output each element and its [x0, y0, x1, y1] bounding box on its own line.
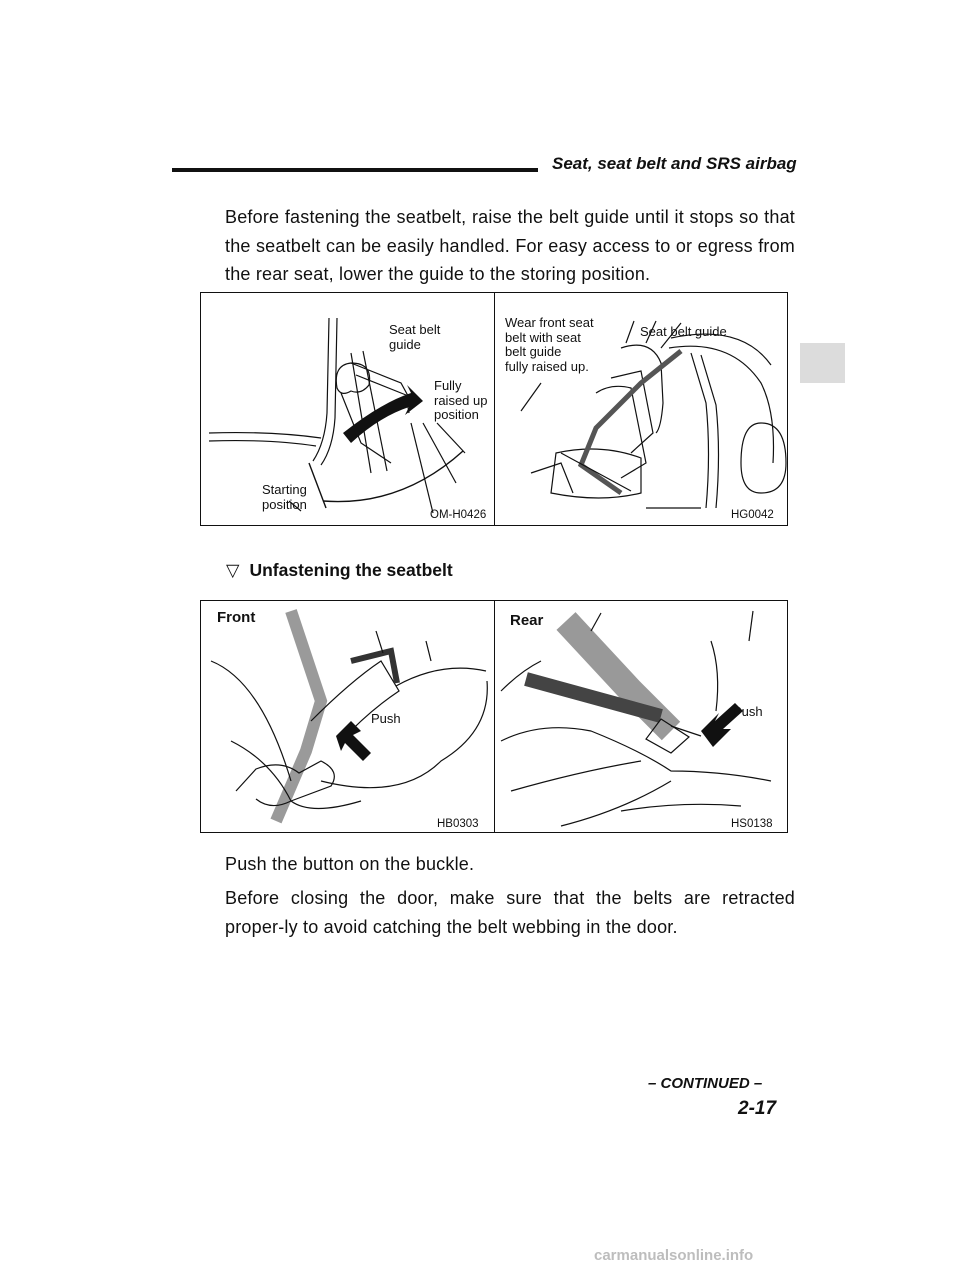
- push-label-rear: Push: [733, 704, 763, 719]
- figure-divider: [494, 293, 495, 525]
- belt-guide-illustration: [208, 317, 787, 514]
- figure-code-right: HG0042: [731, 509, 774, 521]
- intro-paragraph: Before fastening the seatbelt, raise the…: [225, 207, 795, 284]
- rear-label: Rear: [510, 612, 544, 629]
- section-header: Seat, seat belt and SRS airbag: [552, 154, 797, 173]
- seat-belt-guide-label-right: Seat belt guide: [640, 324, 727, 339]
- figure-code-right: HS0138: [731, 818, 773, 830]
- seat-belt-guide-label: Seat belt guide: [389, 322, 441, 352]
- chapter-tab: [800, 343, 845, 383]
- figure-code-left: HB0303: [437, 818, 479, 830]
- watermark: carmanualsonline.info: [594, 1247, 754, 1264]
- page-number: 2-17: [738, 1098, 777, 1119]
- subsection-heading: ▽ Unfastening the seatbelt: [226, 560, 453, 581]
- wear-front-seat-label: Wear front seat belt with seat belt guid…: [505, 315, 594, 374]
- fully-raised-label: Fully raised up position: [434, 378, 488, 422]
- push-button-paragraph: Push the button on the buckle.: [225, 854, 475, 874]
- header-rule: [172, 168, 538, 172]
- figure-code-left: OM-H0426: [430, 509, 487, 521]
- triangle-icon: ▽: [226, 560, 240, 580]
- push-label-front: Push: [371, 711, 401, 726]
- starting-position-label: Starting position: [262, 482, 307, 512]
- before-closing-paragraph: Before closing the door, make sure that …: [225, 888, 795, 937]
- unfasten-figure: Front Push HB0303 Rear Push HS0138: [200, 600, 788, 833]
- continued-label: – CONTINUED –: [648, 1075, 763, 1092]
- unfasten-illustration: [210, 609, 772, 827]
- front-label: Front: [217, 609, 256, 626]
- belt-guide-figure: Seat belt guide Fully raised up position…: [200, 292, 788, 526]
- figure-divider: [494, 601, 495, 832]
- subsection-title: Unfastening the seatbelt: [249, 560, 453, 580]
